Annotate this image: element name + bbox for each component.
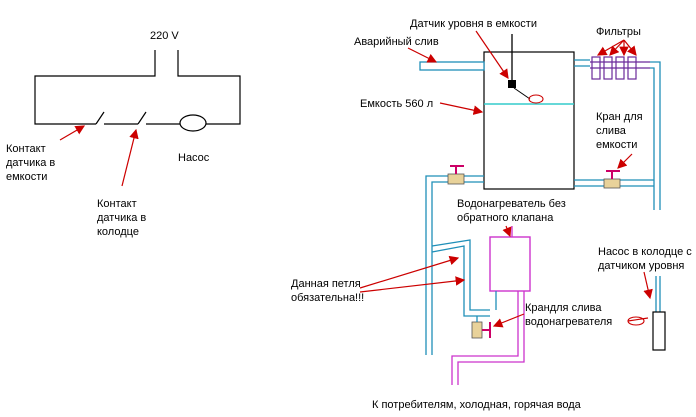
consumers-label: К потребителям, холодная, горячая вода <box>372 399 582 411</box>
inlet-pipe <box>574 59 590 67</box>
water-heater <box>489 236 531 292</box>
tank-drain-valve-handle <box>606 170 620 179</box>
arrow-heater-drain-valve <box>492 313 525 328</box>
filters <box>590 56 650 80</box>
annotation-arrows <box>359 30 653 328</box>
circuit-wire-right <box>177 50 241 125</box>
filter-connector <box>590 61 650 69</box>
loop-required-label: Данная петля обязательна!!! <box>291 278 364 304</box>
tank-outlet-valve <box>447 173 465 185</box>
arrow-loop-lower <box>359 276 466 293</box>
float-cable <box>513 87 531 100</box>
voltage-label: 220 V <box>150 30 179 42</box>
heater-drain-valve <box>471 321 483 339</box>
storage-tank <box>483 51 575 190</box>
electrical-circuit <box>34 50 241 132</box>
supply-riser-pipe <box>650 61 661 210</box>
well-pump-label: Насос в колодце с датчиком уровня <box>598 246 695 272</box>
arrow-water-heater <box>502 225 512 238</box>
emergency-drain-label: Аварийный слив <box>354 36 439 48</box>
pump-symbol <box>179 114 207 132</box>
arrow-level-sensor <box>475 30 509 79</box>
arrow-tank <box>439 102 484 115</box>
tank-drain-valve-label: Кран для слива емкости <box>596 111 646 151</box>
arrow-tank-drain-valve <box>617 153 633 169</box>
well-sensor-contact-label: Контакт датчика в колодце <box>97 198 149 238</box>
annotation-arrow-tank-contact <box>59 125 86 141</box>
tank-drain-valve <box>603 178 621 189</box>
filters-label: Фильтры <box>596 26 641 38</box>
arrow-well-pump <box>643 271 653 300</box>
arrow-emergency-drain <box>407 47 438 63</box>
circuit-wire <box>34 50 156 125</box>
mandatory-loop-pipe <box>431 239 490 317</box>
hot-water-pipe <box>451 291 525 385</box>
arrow-well-float <box>627 317 649 322</box>
pump-label: Насос <box>178 152 210 164</box>
arrow-loop-upper <box>359 255 460 289</box>
well-sensor-switch <box>137 111 147 125</box>
tank-sensor-contact-label: Контакт датчика в емкости <box>6 143 58 183</box>
tank-outlet-pipe <box>425 175 484 355</box>
tank-outlet-valve-handle <box>450 165 464 174</box>
water-heater-label: Водонагреватель без обратного клапана <box>457 198 569 224</box>
annotation-arrow-well-contact <box>121 128 139 187</box>
heater-drain-valve-handle <box>482 322 491 338</box>
arrow-filter-4 <box>623 39 637 56</box>
well-pump <box>652 311 666 351</box>
arrow-filter-2 <box>609 39 625 56</box>
emergency-drain-pipe <box>419 61 485 71</box>
level-sensor-label: Датчик уровня в емкости <box>410 18 537 30</box>
heater-drain-valve-label: Крандля слива водонагревателя <box>525 302 612 328</box>
tank-label: Емкость 560 л <box>360 98 433 110</box>
level-sensor <box>508 80 516 88</box>
sensor-float <box>528 94 544 104</box>
tank-sensor-switch <box>95 111 105 125</box>
arrow-filter-1 <box>596 39 625 56</box>
